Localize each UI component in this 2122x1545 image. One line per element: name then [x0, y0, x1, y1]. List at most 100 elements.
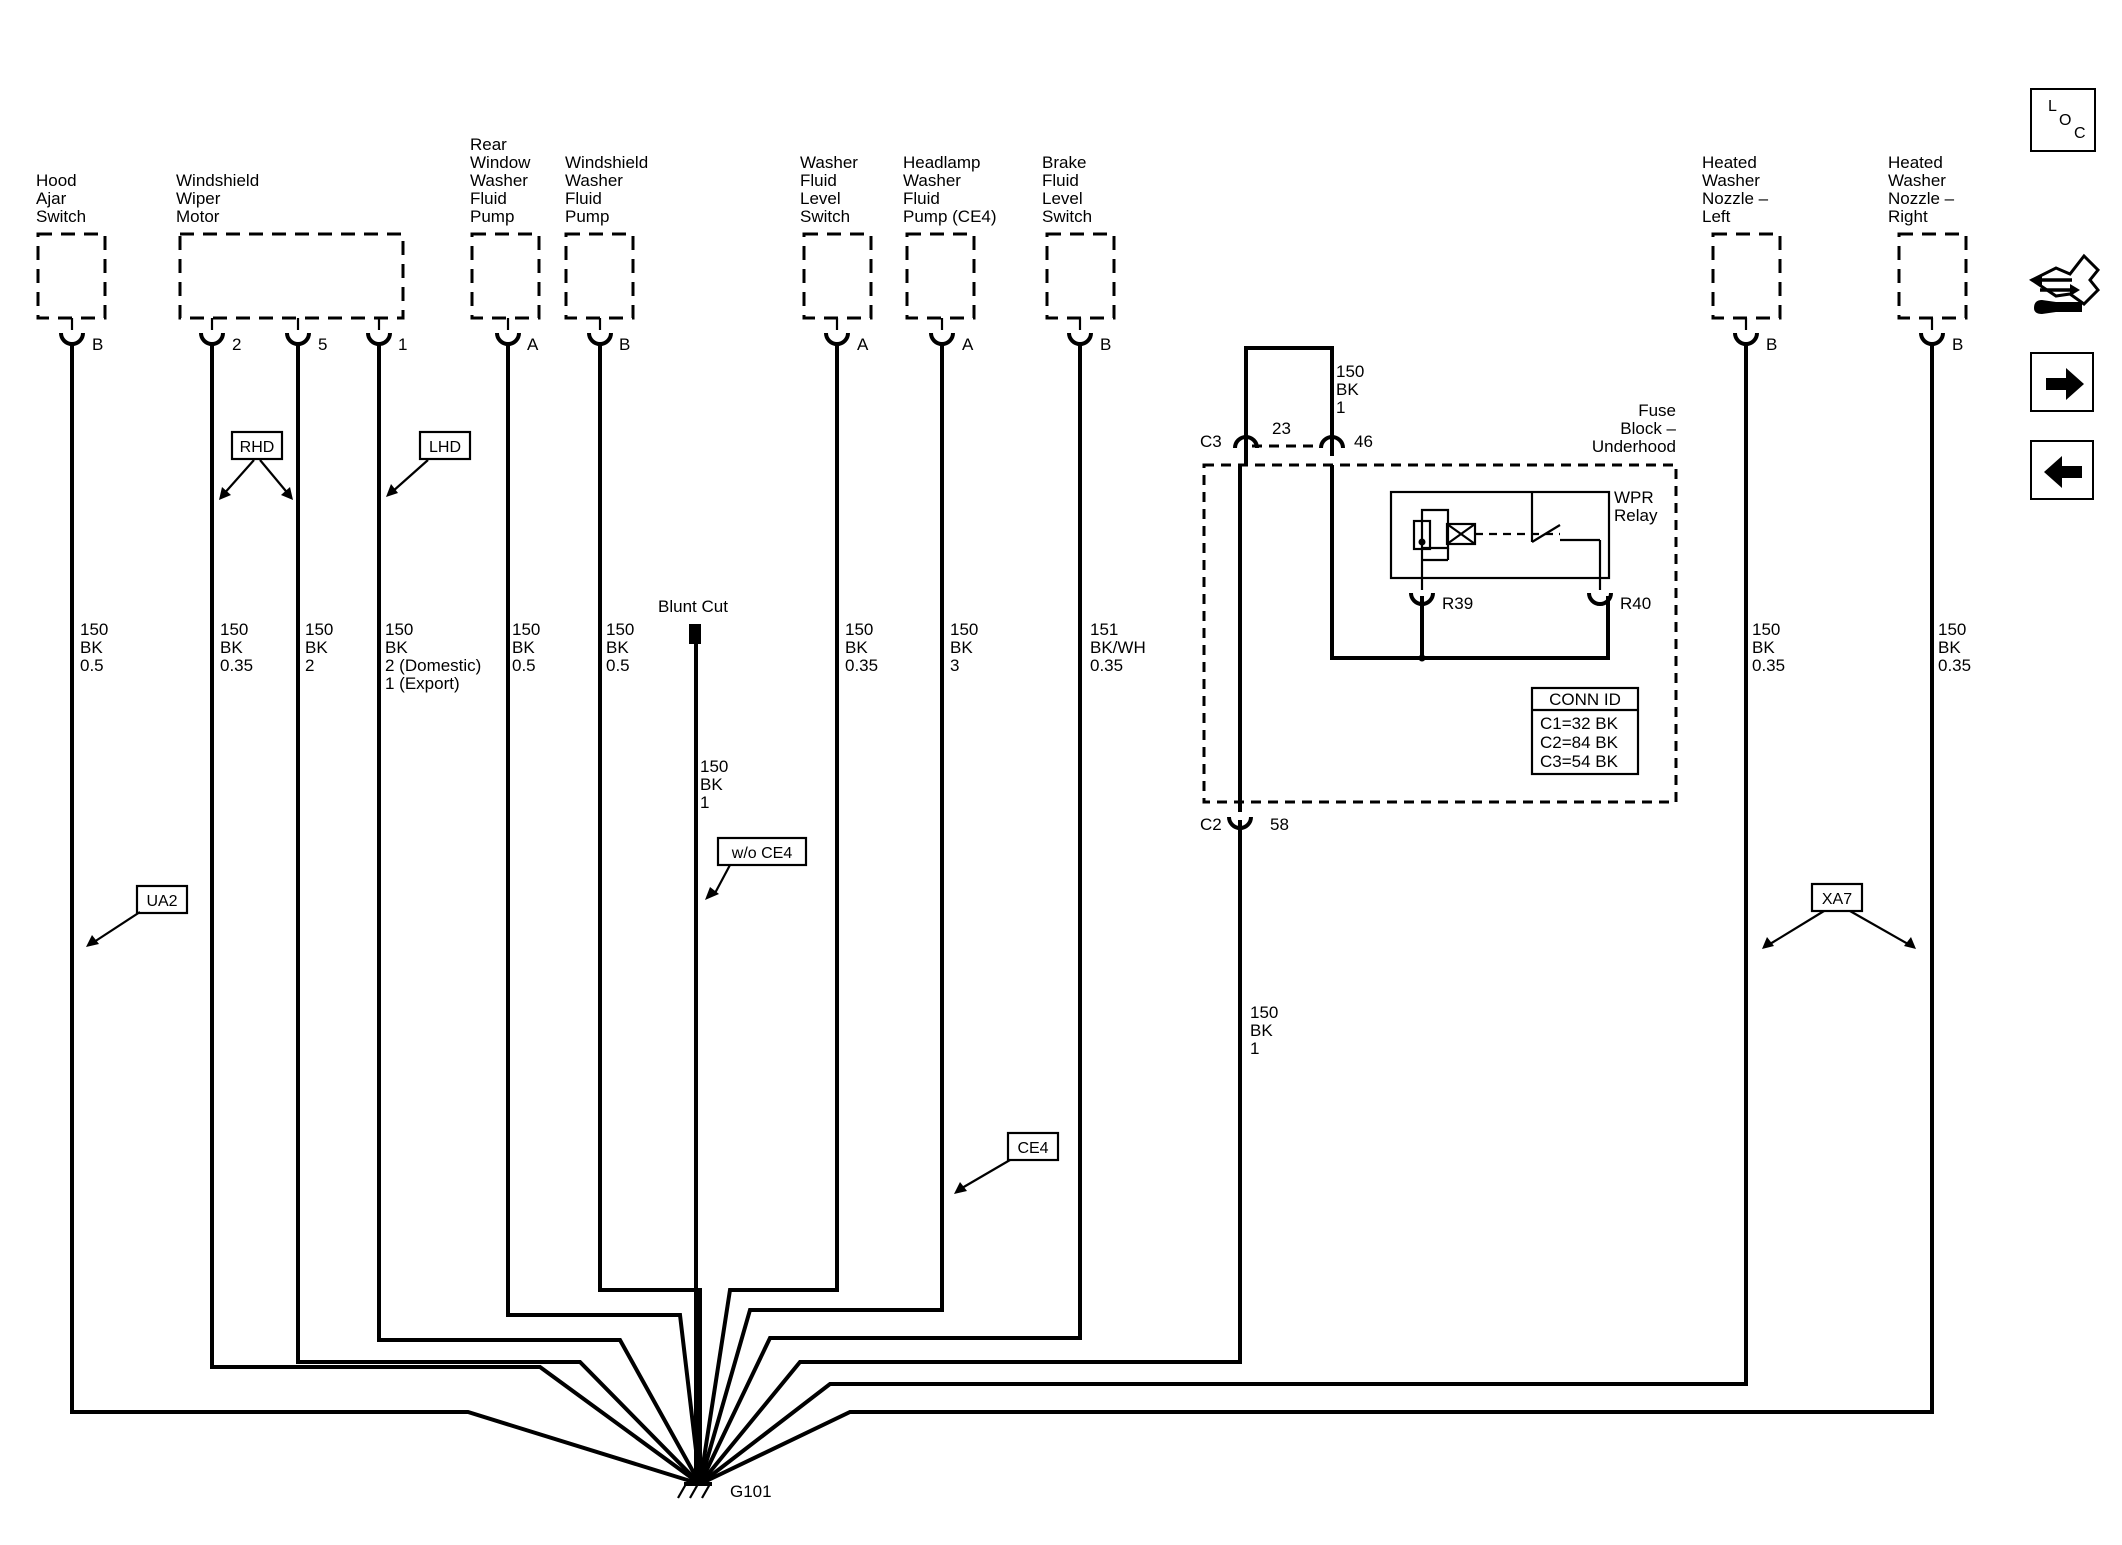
svg-text:2 (Domestic): 2 (Domestic): [385, 656, 481, 675]
svg-text:0.35: 0.35: [1752, 656, 1785, 675]
component-box-ws-pump: [564, 232, 635, 320]
svg-text:BK: BK: [220, 638, 243, 657]
svg-text:Fluid: Fluid: [470, 189, 507, 208]
svg-text:BK: BK: [1938, 638, 1961, 657]
svg-text:Underhood: Underhood: [1592, 437, 1676, 456]
svg-text:R39: R39: [1442, 594, 1473, 613]
ground-wires: [70, 344, 1934, 1486]
loc-letter-l: L: [2048, 98, 2057, 115]
option-tag-xa7: XA7: [1762, 882, 1916, 949]
svg-text:150: 150: [845, 620, 873, 639]
svg-text:0.5: 0.5: [80, 656, 104, 675]
connector-c2: C2 58: [1200, 815, 1289, 834]
svg-text:2: 2: [305, 656, 314, 675]
service-info-icon[interactable]: [2026, 250, 2104, 330]
svg-text:1: 1: [1336, 398, 1345, 417]
svg-text:Switch: Switch: [800, 207, 850, 226]
svg-text:BK: BK: [385, 638, 408, 657]
arrow-left-icon: [2044, 456, 2082, 488]
svg-text:0.35: 0.35: [220, 656, 253, 675]
wire-label-wiper-pin2: 150 BK 0.35: [220, 620, 253, 675]
component-box-brake-switch: [1045, 232, 1116, 320]
svg-text:XA7: XA7: [1822, 891, 1852, 908]
svg-text:BK/WH: BK/WH: [1090, 638, 1146, 657]
svg-text:Fluid: Fluid: [903, 189, 940, 208]
svg-text:C2=84 BK: C2=84 BK: [1540, 733, 1619, 752]
component-box-headlamp-pump: [905, 232, 976, 320]
svg-text:150: 150: [700, 757, 728, 776]
svg-text:150: 150: [1336, 362, 1364, 381]
svg-text:0.5: 0.5: [512, 656, 536, 675]
svg-text:Headlamp: Headlamp: [903, 153, 981, 172]
option-tag-lhd: LHD: [386, 430, 472, 497]
previous-page-button[interactable]: [2030, 440, 2094, 500]
svg-text:C3=54 BK: C3=54 BK: [1540, 752, 1619, 771]
svg-text:Fluid: Fluid: [800, 171, 837, 190]
svg-text:58: 58: [1270, 815, 1289, 834]
component-label-level-switch: Washer Fluid Level Switch: [800, 153, 858, 226]
svg-text:C1=32 BK: C1=32 BK: [1540, 714, 1619, 733]
svg-text:B: B: [1952, 335, 1963, 354]
component-box-hood: [36, 232, 107, 320]
wire-label-wiper-pin5: 150 BK 2: [305, 620, 333, 675]
svg-text:Washer: Washer: [470, 171, 528, 190]
wire-label-relay-loop: 150 BK 1: [1336, 362, 1364, 417]
option-tag-ce4: CE4: [954, 1131, 1060, 1194]
svg-text:150: 150: [220, 620, 248, 639]
svg-text:BK: BK: [1752, 638, 1775, 657]
wire-label-hood: 150 BK 0.5: [80, 620, 108, 675]
next-page-button[interactable]: [2030, 352, 2094, 412]
svg-text:150: 150: [1938, 620, 1966, 639]
svg-text:w/o CE4: w/o CE4: [731, 845, 793, 862]
wire-label-nozzle-right: 150 BK 0.35: [1938, 620, 1971, 675]
wire-label-brake-switch: 151 BK/WH 0.35: [1090, 620, 1146, 675]
svg-text:Pump (CE4): Pump (CE4): [903, 207, 997, 226]
wire-label-nozzle-left: 150 BK 0.35: [1752, 620, 1785, 675]
component-box-nozzle-left: [1711, 232, 1782, 320]
component-label-brake-switch: Brake Fluid Level Switch: [1042, 153, 1092, 226]
svg-text:A: A: [527, 335, 539, 354]
wire-label-headlamp-pump: 150 BK 3: [950, 620, 978, 675]
svg-text:Window: Window: [470, 153, 531, 172]
loc-letter-o: O: [2059, 112, 2072, 129]
fuse-block-underhood: Fuse Block – Underhood: [1202, 401, 1678, 804]
blunt-cut-label: Blunt Cut: [658, 597, 728, 616]
svg-text:150: 150: [1752, 620, 1780, 639]
svg-text:Pump: Pump: [565, 207, 609, 226]
svg-text:151: 151: [1090, 620, 1118, 639]
component-box-level-switch: [802, 232, 873, 320]
svg-text:Fluid: Fluid: [565, 189, 602, 208]
wpr-relay: WPR Relay: [1389, 488, 1658, 580]
location-button[interactable]: L O C: [2030, 88, 2096, 152]
component-label-wiper: Windshield Wiper Motor: [176, 171, 259, 226]
svg-text:1: 1: [398, 335, 407, 354]
component-label-headlamp-pump: Headlamp Washer Fluid Pump (CE4): [903, 153, 997, 226]
component-box-wiper: [178, 232, 405, 320]
svg-text:CE4: CE4: [1017, 1140, 1048, 1157]
svg-text:150: 150: [512, 620, 540, 639]
svg-text:Pump: Pump: [470, 207, 514, 226]
option-tag-rhd: RHD: [219, 430, 293, 500]
svg-text:Heated: Heated: [1702, 153, 1757, 172]
svg-text:Fluid: Fluid: [1042, 171, 1079, 190]
svg-text:BK: BK: [1336, 380, 1359, 399]
svg-text:BK: BK: [80, 638, 103, 657]
component-label-nozzle-right: Heated Washer Nozzle – Right: [1888, 153, 1955, 226]
svg-text:150: 150: [1250, 1003, 1278, 1022]
svg-text:B: B: [1100, 335, 1111, 354]
svg-text:B: B: [92, 335, 103, 354]
svg-text:Right: Right: [1888, 207, 1928, 226]
svg-text:G101: G101: [730, 1482, 772, 1501]
svg-text:BK: BK: [512, 638, 535, 657]
component-label-nozzle-left: Heated Washer Nozzle – Left: [1702, 153, 1769, 226]
option-tag-ua2: UA2: [86, 884, 189, 947]
svg-text:Wiper: Wiper: [176, 189, 221, 208]
component-box-rear-pump: [470, 232, 541, 320]
svg-text:5: 5: [318, 335, 327, 354]
svg-text:Left: Left: [1702, 207, 1731, 226]
svg-text:BK: BK: [845, 638, 868, 657]
svg-text:150: 150: [305, 620, 333, 639]
svg-text:Nozzle –: Nozzle –: [1702, 189, 1769, 208]
svg-text:Hood: Hood: [36, 171, 77, 190]
svg-text:LHD: LHD: [429, 439, 461, 456]
